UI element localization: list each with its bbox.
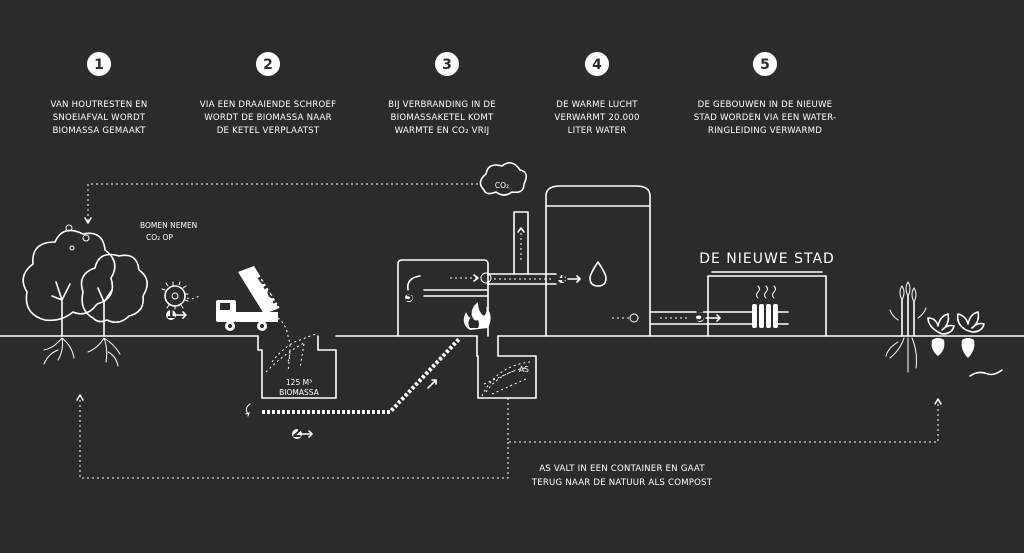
city-building: DE NIEUWE STAD xyxy=(699,251,835,337)
step-1: 1 VAN HOUTRESTEN EN SNOEIAFVAL WORDT BIO… xyxy=(50,52,147,136)
step-3-badge xyxy=(435,52,459,76)
flow-marker-1: 1 xyxy=(166,306,187,322)
ash-label: AS xyxy=(519,365,529,374)
flow-marker-3: 3 xyxy=(404,289,414,305)
step-2: 2 VIA EEN DRAAIENDE SCHROEF WORDT DE BIO… xyxy=(200,52,336,136)
compost-return-path xyxy=(507,398,939,443)
svg-text:1: 1 xyxy=(166,306,176,322)
step-2-number: 2 xyxy=(263,57,273,73)
co2-cloud: CO₂ xyxy=(479,162,528,196)
step-1-number: 1 xyxy=(94,57,104,73)
dump-truck: BIOMASSA xyxy=(216,266,311,363)
compost-label-line-2: TERUG NAAR DE NATUUR ALS COMPOST xyxy=(531,478,713,488)
saw-blade xyxy=(161,281,200,310)
step-2-line-1: VIA EEN DRAAIENDE SCHROEF xyxy=(200,100,336,110)
step-5-line-2: STAD WORDEN VIA EEN WATER- xyxy=(694,113,837,123)
flow-marker-5: 5 xyxy=(695,309,705,325)
flow-marker-4: 4 xyxy=(557,270,567,286)
bunker-label-line-2: BIOMASSA xyxy=(279,388,320,397)
chimney: 4 xyxy=(487,211,581,286)
co2-cloud-label: CO₂ xyxy=(495,181,509,190)
step-3-line-3: WARMTE EN CO₂ VRIJ xyxy=(395,126,490,136)
step-1-line-2: SNOEIAFVAL WORDT xyxy=(53,113,146,123)
trees: BOMEN NEMEN CO₂ OP xyxy=(22,221,197,367)
ash-container: AS xyxy=(476,335,537,399)
radiator-icon xyxy=(752,285,789,328)
step-5-line-1: DE GEBOUWEN IN DE NIEUWE xyxy=(698,100,833,110)
step-2-badge xyxy=(256,52,280,76)
step-5: 5 DE GEBOUWEN IN DE NIEUWE STAD WORDEN V… xyxy=(694,52,837,136)
compost-return-arrowhead xyxy=(934,398,942,405)
step-1-line-3: BIOMASSA GEMAAKT xyxy=(52,126,146,136)
trees-label-line-2: CO₂ OP xyxy=(146,233,173,242)
step-4-number: 4 xyxy=(592,57,602,73)
biomass-boiler: 3 xyxy=(397,259,492,337)
co2-dot-3 xyxy=(69,245,75,251)
compost-label-line-1: AS VALT IN EEN CONTAINER EN GAAT xyxy=(539,464,705,474)
step-5-number: 5 xyxy=(760,57,770,73)
flow-marker-2: 2 xyxy=(292,425,313,441)
water-tank xyxy=(545,185,651,337)
step-5-badge xyxy=(753,52,777,76)
bunker-label-line-1: 125 M³ xyxy=(286,378,312,387)
step-1-line-1: VAN HOUTRESTEN EN xyxy=(50,100,147,110)
step-4: 4 DE WARME LUCHT VERWARMT 20.000 LITER W… xyxy=(554,52,639,136)
step-3-number: 3 xyxy=(442,57,452,73)
step-3: 3 BIJ VERBRANDING IN DE BIOMASSAKETEL KO… xyxy=(388,52,496,136)
step-3-line-2: BIOMASSAKETEL KOMT xyxy=(391,113,494,123)
step-4-line-2: VERWARMT 20.000 xyxy=(554,113,639,123)
city-title: DE NIEUWE STAD xyxy=(699,251,835,267)
biomass-bunker: 125 M³ BIOMASSA xyxy=(245,333,337,417)
step-2-line-3: DE KETEL VERPLAATST xyxy=(217,126,320,136)
step-4-badge xyxy=(585,52,609,76)
co2-return-arrowhead xyxy=(84,217,92,224)
heating-pipe: 5 xyxy=(649,309,753,325)
screw-conveyor xyxy=(262,336,462,414)
plants xyxy=(885,281,1003,377)
co2-dot-2 xyxy=(82,234,90,242)
compost-to-trees-path xyxy=(79,396,509,479)
compost-to-trees-arrowhead xyxy=(76,394,84,401)
step-4-line-3: LITER WATER xyxy=(568,126,627,136)
svg-text:2: 2 xyxy=(292,425,302,441)
step-2-line-2: WORDT DE BIOMASSA NAAR xyxy=(204,113,332,123)
water-drop-icon xyxy=(589,261,607,287)
step-1-badge xyxy=(87,52,111,76)
step-5-line-3: RINGLEIDING VERWARMD xyxy=(708,126,822,136)
trees-label-line-1: BOMEN NEMEN xyxy=(140,221,197,230)
step-3-line-1: BIJ VERBRANDING IN DE xyxy=(388,100,496,110)
co2-return-path xyxy=(87,183,478,222)
step-4-line-1: DE WARME LUCHT xyxy=(556,100,638,110)
